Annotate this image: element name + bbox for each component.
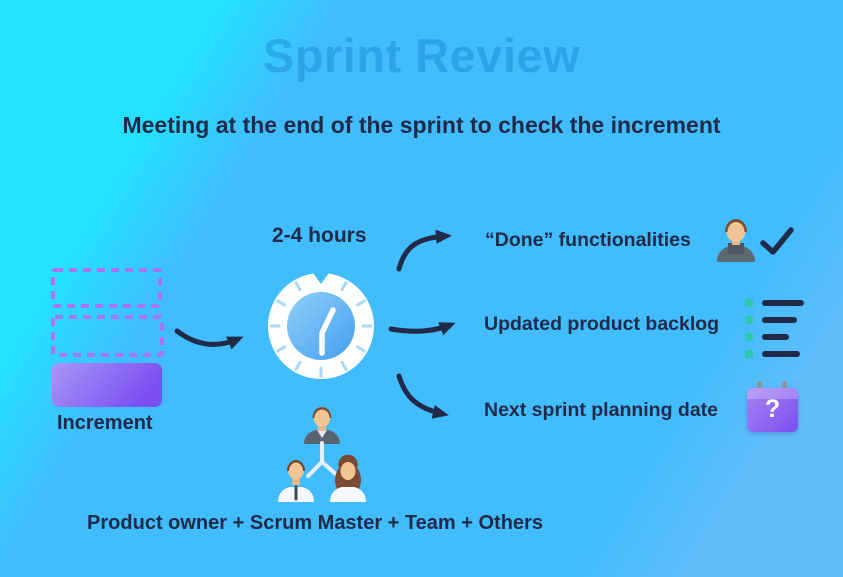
arrow-clock-to-planning [396, 373, 449, 419]
attendees-label: Product owner + Scrum Master + Team + Ot… [87, 512, 543, 534]
page-title: Sprint Review [262, 29, 581, 82]
increment-label: Increment [57, 412, 153, 434]
calendar-peg [757, 381, 762, 393]
calendar-header [747, 388, 798, 399]
clock-face [287, 292, 355, 360]
duration-label: 2-4 hours [272, 224, 367, 247]
checklist-row [745, 350, 804, 358]
check-icon [760, 227, 794, 255]
calendar-body: ? [747, 388, 798, 432]
output-planning-label: Next sprint planning date [484, 399, 719, 421]
org-connector [306, 441, 340, 478]
clock-notch [311, 270, 331, 284]
output-backlog-label: Updated product backlog [484, 313, 720, 335]
output-done-label: “Done” functionalities [485, 229, 691, 251]
calendar-question-icon: ? [747, 381, 798, 432]
arrow-increment-to-clock [174, 328, 244, 350]
arrow-clock-to-backlog [388, 322, 456, 336]
checklist-row [745, 333, 804, 341]
increment-bar [52, 363, 162, 407]
timer-clock-icon [268, 270, 374, 379]
person-icon [717, 219, 755, 262]
checklist-row [745, 316, 804, 324]
increment-ghost-boxes-icon [51, 268, 164, 407]
clock-hands [319, 307, 336, 356]
team-org-icon [278, 407, 366, 502]
backlog-checklist-icon [745, 299, 804, 358]
checklist-row [745, 299, 804, 307]
calendar-question-glyph: ? [764, 395, 781, 423]
page-subtitle: Meeting at the end of the sprint to chec… [122, 112, 721, 138]
arrow-clock-to-done [396, 229, 452, 272]
calendar-peg [782, 381, 787, 393]
ghost-box-2 [51, 315, 164, 357]
